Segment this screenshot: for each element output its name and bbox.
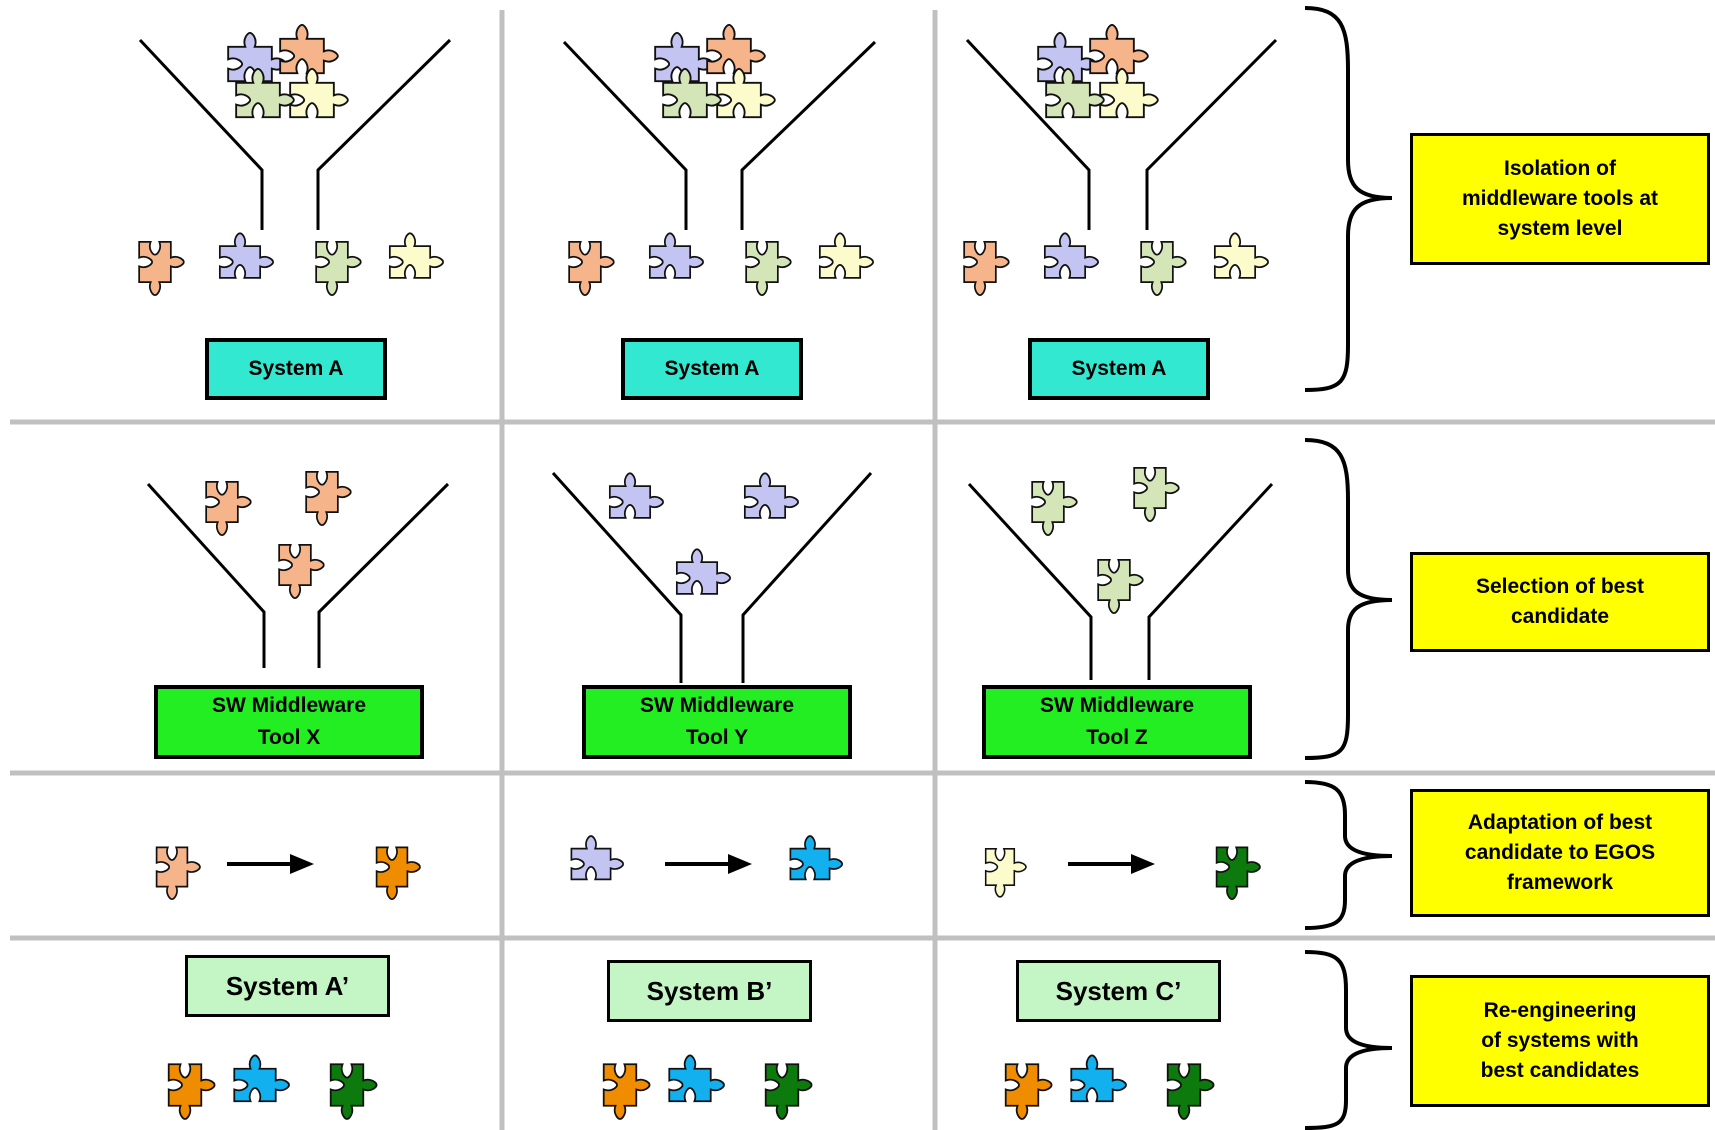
puzzle-piece-candidate-y-2: [743, 472, 799, 519]
puzzle-piece-final-1-orange: [167, 1063, 216, 1120]
arrow-head-col1: [290, 854, 314, 874]
puzzle-piece-row1-col1-green: [315, 240, 362, 296]
puzzle-piece-cluster-3-yellow: [1099, 67, 1159, 119]
puzzle-piece-final-2-green: [764, 1063, 813, 1120]
puzzle-piece-candidate-y-3: [675, 548, 731, 595]
step-note-adaptation: Adaptation of best candidate to EGOS fra…: [1410, 789, 1710, 917]
puzzle-piece-after-y: [789, 835, 844, 881]
grid-lines: [10, 10, 1715, 1130]
puzzle-piece-before-x: [155, 846, 201, 901]
puzzle-piece-row1-col1-blue: [218, 232, 274, 279]
puzzle-piece-row1-col3-orange: [963, 240, 1010, 296]
brace-step1: [1304, 6, 1393, 392]
brace-step3: [1304, 780, 1393, 930]
puzzle-piece-final-2-blue: [668, 1054, 725, 1103]
arrow-head-col2: [728, 854, 752, 874]
puzzle-piece-cluster-2-orange: [706, 23, 766, 75]
system-box-row1-col1: System A: [205, 338, 387, 400]
puzzle-piece-final-1-blue: [233, 1054, 290, 1103]
puzzle-piece-final-3-blue: [1070, 1054, 1127, 1103]
reengineered-system-box-a: System A’: [185, 955, 390, 1017]
puzzle-piece-row1-col2-yellow: [818, 232, 874, 279]
middleware-tool-box-x: SW Middleware Tool X: [154, 685, 424, 759]
puzzle-piece-candidate-x-3: [278, 543, 325, 599]
reengineered-system-box-b: System B’: [607, 960, 812, 1022]
reengineered-system-box-c: System C’: [1016, 960, 1221, 1022]
funnel-row1-col2: [562, 40, 877, 230]
puzzle-piece-row1-col3-green: [1140, 240, 1187, 296]
puzzle-piece-candidate-z-2: [1133, 466, 1180, 522]
puzzle-piece-row1-col1-yellow: [388, 232, 444, 279]
braces: [1304, 6, 1393, 1130]
puzzle-piece-candidate-x-1: [205, 480, 252, 536]
brace-step2: [1304, 438, 1393, 760]
funnel-row1-col1: [138, 38, 452, 230]
puzzle-piece-row1-col2-green: [745, 240, 792, 296]
funnel-row2-col3: [967, 482, 1274, 680]
puzzle-piece-candidate-z-1: [1031, 480, 1078, 536]
puzzle-piece-final-3-green: [1166, 1063, 1215, 1120]
puzzle-piece-row1-col3-yellow: [1213, 232, 1269, 279]
puzzle-piece-final-1-green: [329, 1063, 378, 1120]
puzzle-piece-row1-col2-orange: [568, 240, 615, 296]
funnel-row2-col2: [551, 471, 873, 683]
puzzle-piece-cluster-3-orange: [1089, 23, 1149, 75]
arrow-heads: [290, 854, 1155, 874]
puzzle-piece-after-x: [375, 846, 421, 901]
puzzle-piece-candidate-z-3: [1097, 558, 1144, 614]
puzzle-piece-final-3-orange: [1004, 1063, 1053, 1120]
system-box-row1-col3: System A: [1028, 338, 1210, 400]
puzzle-piece-cluster-1-orange: [279, 23, 339, 75]
puzzle-piece-before-z: [984, 848, 1027, 898]
middleware-tool-box-y: SW Middleware Tool Y: [582, 685, 852, 759]
funnel-row1-col3: [965, 38, 1278, 230]
puzzle-piece-candidate-x-2: [305, 470, 352, 526]
middleware-tool-box-z: SW Middleware Tool Z: [982, 685, 1252, 759]
puzzle-piece-row1-col3-blue: [1043, 232, 1099, 279]
step-note-isolation: Isolation of middleware tools at system …: [1410, 133, 1710, 265]
puzzle-piece-row1-col1-orange: [138, 240, 185, 296]
puzzle-piece-row1-col2-blue: [648, 232, 704, 279]
puzzle-piece-final-2-orange: [602, 1063, 651, 1120]
step-note-reengineering: Re-engineering of systems with best cand…: [1410, 975, 1710, 1107]
puzzle-piece-cluster-2-yellow: [716, 67, 776, 119]
system-box-row1-col2: System A: [621, 338, 803, 400]
puzzle-piece-after-z: [1215, 846, 1261, 901]
puzzle-piece-before-y: [570, 835, 625, 881]
step-note-selection: Selection of best candidate: [1410, 552, 1710, 652]
funnels: [138, 38, 1278, 683]
brace-step4: [1304, 950, 1393, 1130]
funnel-row2-col1: [146, 482, 450, 668]
puzzle-piece-cluster-1-yellow: [289, 67, 349, 119]
arrow-head-col3: [1131, 854, 1155, 874]
puzzle-piece-candidate-y-1: [608, 472, 664, 519]
